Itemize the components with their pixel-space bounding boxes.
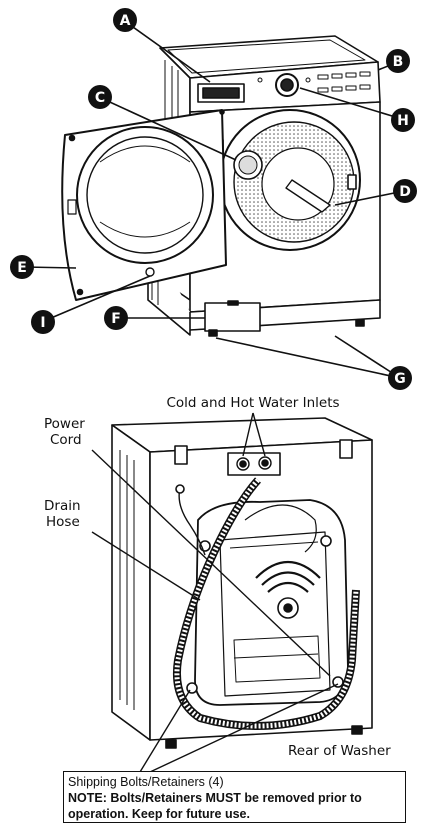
callout-g: G <box>388 366 412 390</box>
callout-c: C <box>88 85 112 109</box>
drain-hose-label-line2: Hose <box>46 514 80 530</box>
front-washer-illustration <box>61 35 381 337</box>
callout-f: F <box>104 306 128 330</box>
shipping-bolts-note: Shipping Bolts/Retainers (4) NOTE: Bolts… <box>63 771 406 823</box>
callout-i: I <box>31 310 55 334</box>
svg-text:F: F <box>111 311 121 327</box>
svg-text:C: C <box>95 90 105 106</box>
power-cord-label-line2: Cord <box>50 432 82 448</box>
rear-washer-illustration <box>111 417 373 749</box>
rear-leader-lines <box>91 412 339 773</box>
svg-text:B: B <box>393 54 404 70</box>
rear-of-washer-label: Rear of Washer <box>288 743 391 759</box>
svg-text:I: I <box>40 315 45 331</box>
callout-d: D <box>393 179 417 203</box>
drain-hose-label-line1: Drain <box>44 498 81 514</box>
note-warning-line1: NOTE: Bolts/Retainers MUST be removed pr… <box>68 791 362 805</box>
water-inlets-label: Cold and Hot Water Inlets <box>166 395 339 411</box>
shipping-bolts-label: Shipping Bolts/Retainers (4) <box>68 775 224 789</box>
svg-text:E: E <box>17 260 27 276</box>
svg-text:G: G <box>394 371 406 387</box>
callout-h: H <box>391 108 415 132</box>
power-cord-label-line1: Power <box>44 416 85 432</box>
note-warning-line2: operation. Keep for future use. <box>68 807 250 821</box>
svg-text:D: D <box>399 184 411 200</box>
callout-e: E <box>10 255 34 279</box>
svg-text:A: A <box>120 13 131 29</box>
callout-b: B <box>386 49 410 73</box>
front-leader-lines <box>23 21 405 379</box>
svg-text:H: H <box>397 113 409 129</box>
callout-a: A <box>113 8 137 32</box>
